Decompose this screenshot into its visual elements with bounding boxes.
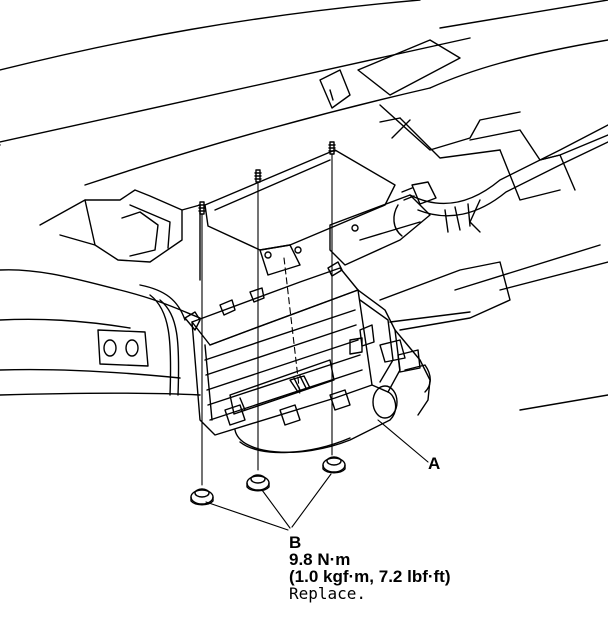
upper-right-structure [319,0,608,201]
torque-spec-alt-units: (1.0 kgf·m, 7.2 lbf·ft) [289,567,451,586]
body-right [379,244,608,416]
replace-note: Replace. [289,584,367,603]
flange-nuts [190,456,346,506]
mounting-studs [198,141,336,215]
control-module-a [184,261,431,454]
callout-b-label: B [289,533,302,552]
wire-harness [393,124,608,237]
torque-spec: 9.8 N·m [289,550,351,569]
mount-plate [204,149,431,276]
body-panel-lines [0,0,608,186]
callout-a-label: A [428,454,441,473]
leader-lines [205,419,429,531]
firewall-left [0,189,201,396]
alignment-lines [201,153,333,486]
